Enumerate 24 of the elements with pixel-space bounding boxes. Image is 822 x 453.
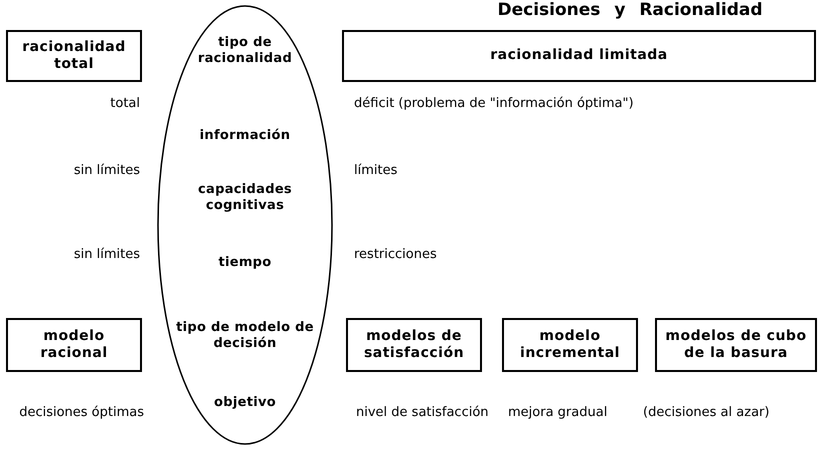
category-box: modelo racional <box>6 318 142 372</box>
row-label: decisiones óptimas <box>19 405 144 420</box>
ellipse-shape <box>157 5 333 445</box>
row-label: mejora gradual <box>508 405 608 420</box>
category-box: racionalidad limitada <box>342 30 816 82</box>
ellipse-heading: tipo de racionalidad <box>196 35 294 68</box>
ellipse-heading: objetivo <box>213 395 277 412</box>
row-label: sin límites <box>74 163 140 178</box>
category-box: modelos de cubo de la basura <box>655 318 817 372</box>
row-label: nivel de satisfacción <box>356 405 489 420</box>
ellipse-heading: tipo de modelo de decisión <box>175 320 315 352</box>
row-label: límites <box>354 163 398 178</box>
category-box: modelo incremental <box>502 318 638 372</box>
row-label: déficit (problema de "información óptima") <box>354 96 634 111</box>
ellipse-heading: capacidades cognitivas <box>197 182 293 214</box>
row-label: (decisiones al azar) <box>643 405 770 420</box>
ellipse-heading: tiempo <box>217 255 273 272</box>
category-box: modelos de satisfacción <box>346 318 482 372</box>
ellipse-heading: información <box>198 128 292 144</box>
row-label: total <box>110 96 140 111</box>
row-label: sin límites <box>74 247 140 262</box>
category-box: racionalidad total <box>6 30 142 82</box>
row-label: restricciones <box>354 247 437 262</box>
diagram-title: Decisiones y Racionalidad <box>496 0 764 20</box>
